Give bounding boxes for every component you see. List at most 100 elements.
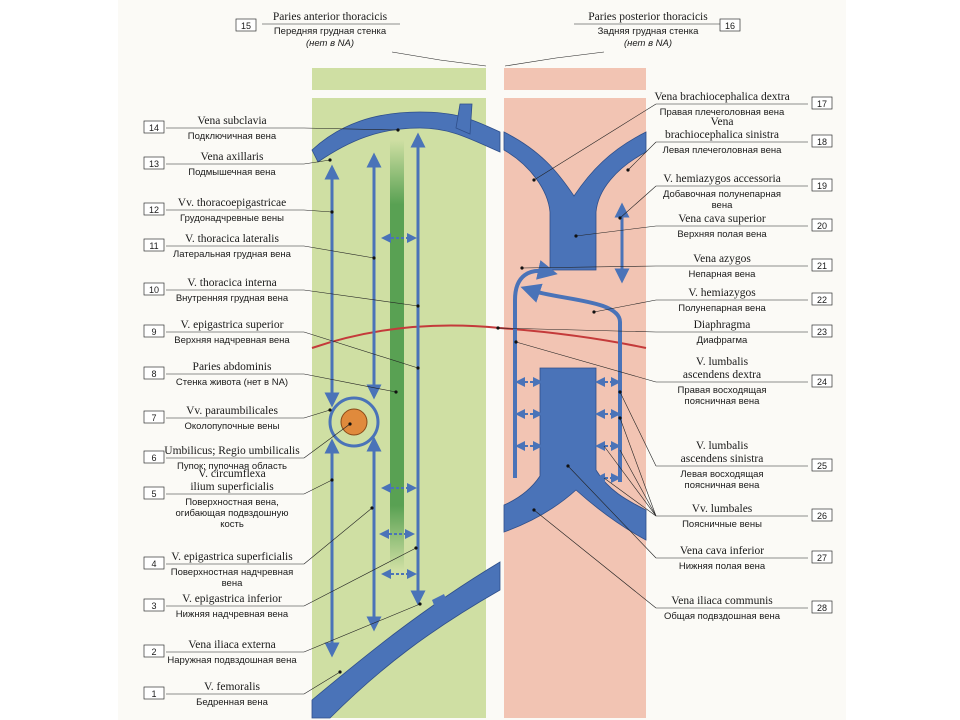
label-1-pointer bbox=[303, 671, 341, 695]
label-23-latin: Diaphragma bbox=[694, 319, 751, 331]
label-19-num-box bbox=[811, 178, 833, 192]
label-22-pointer bbox=[593, 299, 657, 313]
label-22-russian: Полунепарная вена bbox=[678, 303, 766, 314]
label-13-num: 13 bbox=[149, 159, 159, 169]
iliac-femoral-vein bbox=[311, 561, 501, 719]
label-12-pointer bbox=[303, 209, 333, 213]
label-3-num: 3 bbox=[151, 601, 156, 611]
label-25-pointer bbox=[619, 391, 657, 467]
label-20-pointer-dot bbox=[574, 234, 578, 238]
label-4-num-box bbox=[143, 556, 165, 570]
label-26-num: 26 bbox=[817, 511, 827, 521]
label-4-latin: V. epigastrica superficialis bbox=[171, 551, 293, 563]
label-14-num: 14 bbox=[149, 123, 159, 133]
epigastric-inferior-stub bbox=[432, 594, 452, 620]
label-9-num: 9 bbox=[151, 327, 156, 337]
label-26-pointer bbox=[603, 445, 657, 517]
label-22-latin: V. hemiazygos bbox=[688, 287, 756, 299]
label-13-num-box bbox=[143, 156, 165, 170]
label-25-latin: ascendens sinistra bbox=[681, 453, 764, 465]
label-2-pointer-dot bbox=[418, 602, 422, 606]
label-27-russian: Нижняя полая вена bbox=[679, 561, 766, 572]
label-13-pointer bbox=[303, 159, 331, 165]
label-28-pointer bbox=[533, 509, 657, 609]
label-25-num: 25 bbox=[817, 461, 827, 471]
label-17-num-box bbox=[811, 96, 833, 110]
label-21-russian: Непарная вена bbox=[689, 269, 757, 280]
label-13-pointer-dot bbox=[328, 158, 332, 162]
label-6-pointer-dot bbox=[348, 422, 352, 426]
label-13-latin: Vena axillaris bbox=[201, 151, 264, 163]
label-9-num-box bbox=[143, 324, 165, 338]
label-11-pointer-dot bbox=[372, 256, 376, 260]
label-4-russian: Поверхностная надчревная bbox=[171, 567, 294, 578]
label-10-num-box bbox=[143, 282, 165, 296]
label-18-russian: Левая плечеголовная вена bbox=[663, 145, 783, 156]
label-22-num-box bbox=[811, 292, 833, 306]
label-8-pointer-dot bbox=[394, 390, 398, 394]
label-3-pointer-dot bbox=[414, 546, 418, 550]
label-11-latin: V. thoracica lateralis bbox=[185, 233, 280, 245]
header-16-bracket bbox=[504, 51, 605, 67]
header-16-num: 16 bbox=[725, 21, 735, 31]
subclavian-axillary-vein bbox=[311, 111, 501, 163]
header-15-bracket bbox=[391, 51, 487, 67]
label-3-russian: Нижняя надчревная вена bbox=[176, 609, 289, 620]
label-25-latin: V. lumbalis bbox=[696, 440, 749, 452]
label-11-pointer bbox=[303, 245, 375, 259]
header-16-num-box bbox=[719, 18, 741, 32]
header-15-latin: Paries anterior thoracicis bbox=[273, 11, 388, 23]
header-15-num-box bbox=[235, 18, 257, 32]
label-8-pointer bbox=[303, 373, 397, 393]
label-17-num: 17 bbox=[817, 99, 827, 109]
label-17-russian: Правая плечеголовная вена bbox=[660, 107, 785, 118]
label-23-num-box bbox=[811, 324, 833, 338]
label-5-russian: Поверхностная вена, bbox=[185, 497, 279, 508]
label-18-latin: brachiocephalica sinistra bbox=[665, 129, 779, 141]
label-9-pointer bbox=[303, 331, 419, 369]
label-24-latin: V. lumbalis bbox=[696, 356, 749, 368]
header-15-russian: Передняя грудная стенка bbox=[274, 26, 387, 37]
label-11-num: 11 bbox=[149, 241, 158, 251]
label-7-russian: Околопупочные вены bbox=[184, 421, 279, 432]
label-14-pointer bbox=[303, 127, 399, 131]
label-26-pointer bbox=[619, 417, 657, 517]
label-25-russian: Левая восходящая bbox=[680, 469, 763, 480]
label-20-num-box bbox=[811, 218, 833, 232]
label-14-latin: Vena subclavia bbox=[197, 115, 266, 127]
azygos-vein bbox=[513, 260, 558, 478]
header-16-latin: Paries posterior thoracicis bbox=[588, 11, 708, 23]
inferior-vena-cava bbox=[503, 367, 647, 541]
label-27-pointer bbox=[567, 465, 657, 559]
label-2-pointer bbox=[303, 603, 421, 653]
header-15-note: (нет в NA) bbox=[306, 38, 354, 49]
umbilicus bbox=[340, 408, 368, 436]
label-3-pointer bbox=[303, 547, 417, 607]
label-5-num: 5 bbox=[151, 489, 156, 499]
label-12-num-box bbox=[143, 202, 165, 216]
label-8-num-box bbox=[143, 366, 165, 380]
label-21-pointer bbox=[521, 265, 657, 269]
header-16-russian: Задняя грудная стенка bbox=[598, 26, 700, 37]
label-5-russian: кость bbox=[220, 519, 244, 530]
label-23-num: 23 bbox=[817, 327, 827, 337]
label-25-pointer-dot bbox=[618, 390, 622, 394]
label-24-russian: Правая восходящая bbox=[677, 385, 766, 396]
label-22-pointer-dot bbox=[592, 310, 596, 314]
label-7-num: 7 bbox=[151, 413, 156, 423]
label-5-pointer-dot bbox=[330, 478, 334, 482]
label-17-latin: Vena brachiocephalica dextra bbox=[654, 91, 789, 103]
label-12-num: 12 bbox=[149, 205, 159, 215]
label-9-russian: Верхняя надчревная вена bbox=[174, 335, 290, 346]
label-1-latin: V. femoralis bbox=[204, 681, 261, 693]
label-11-russian: Латеральная грудная вена bbox=[173, 249, 292, 260]
label-23-pointer bbox=[497, 327, 657, 333]
label-17-pointer bbox=[533, 103, 657, 181]
label-11-num-box bbox=[143, 238, 165, 252]
label-27-num-box bbox=[811, 550, 833, 564]
label-7-pointer bbox=[303, 409, 331, 419]
label-14-num-box bbox=[143, 120, 165, 134]
label-22-num: 22 bbox=[817, 295, 827, 305]
hemiazygos-vein bbox=[520, 283, 622, 482]
